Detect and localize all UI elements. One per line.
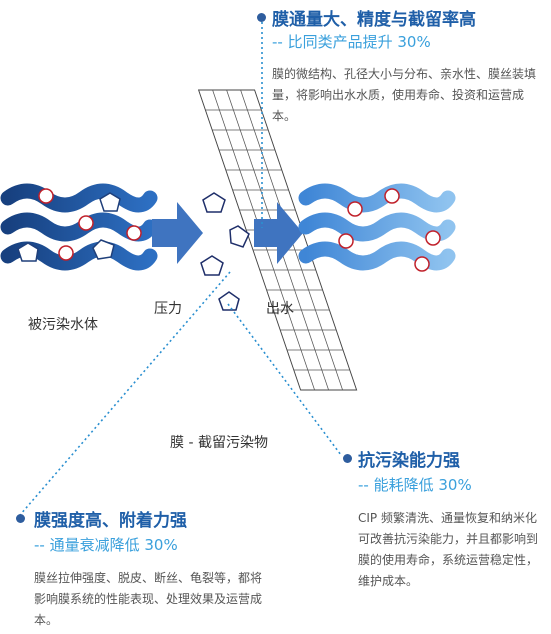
antifouling-bullet-dot xyxy=(343,454,352,463)
trapped-particles xyxy=(200,192,250,311)
outlet-label: 出水 xyxy=(266,301,294,317)
clean-water-waves xyxy=(298,183,456,271)
antifouling-description: CIP 频繁清洗、通量恢复和纳米化可改善抗污染能力，并且都影响到膜的使用寿命，系… xyxy=(358,511,539,588)
antifouling-title: 抗污染能力强 xyxy=(358,451,460,471)
contaminant-particles xyxy=(17,188,142,262)
clean-water-particles xyxy=(338,188,441,272)
flux-title: 膜通量大、精度与截留率高 xyxy=(272,10,476,30)
outlet-arrow xyxy=(254,202,303,264)
pressure-arrow xyxy=(152,202,203,264)
antifouling-subtitle: -- 能耗降低 30% xyxy=(358,476,472,494)
flux-description: 膜的微结构、孔径大小与分布、亲水性、膜丝装填量，将影响出水水质，使用寿命、投资和… xyxy=(272,67,537,123)
flux-bullet-dot xyxy=(257,13,266,22)
strength-title: 膜强度高、附着力强 xyxy=(34,511,187,531)
leader-lines xyxy=(19,17,342,516)
flux-subtitle: -- 比同类产品提升 30% xyxy=(272,33,431,51)
strength-subtitle: -- 通量衰减降低 30% xyxy=(34,536,178,554)
polluted-water-label: 被污染水体 xyxy=(28,317,98,333)
membrane-label: 膜 - 截留污染物 xyxy=(170,435,268,451)
strength-description: 膜丝拉伸强度、脱皮、断丝、龟裂等，都将影响膜系统的性能表现、处理效果及运营成本。 xyxy=(34,571,263,627)
strength-bullet-dot xyxy=(16,514,25,523)
pressure-label: 压力 xyxy=(154,301,182,317)
